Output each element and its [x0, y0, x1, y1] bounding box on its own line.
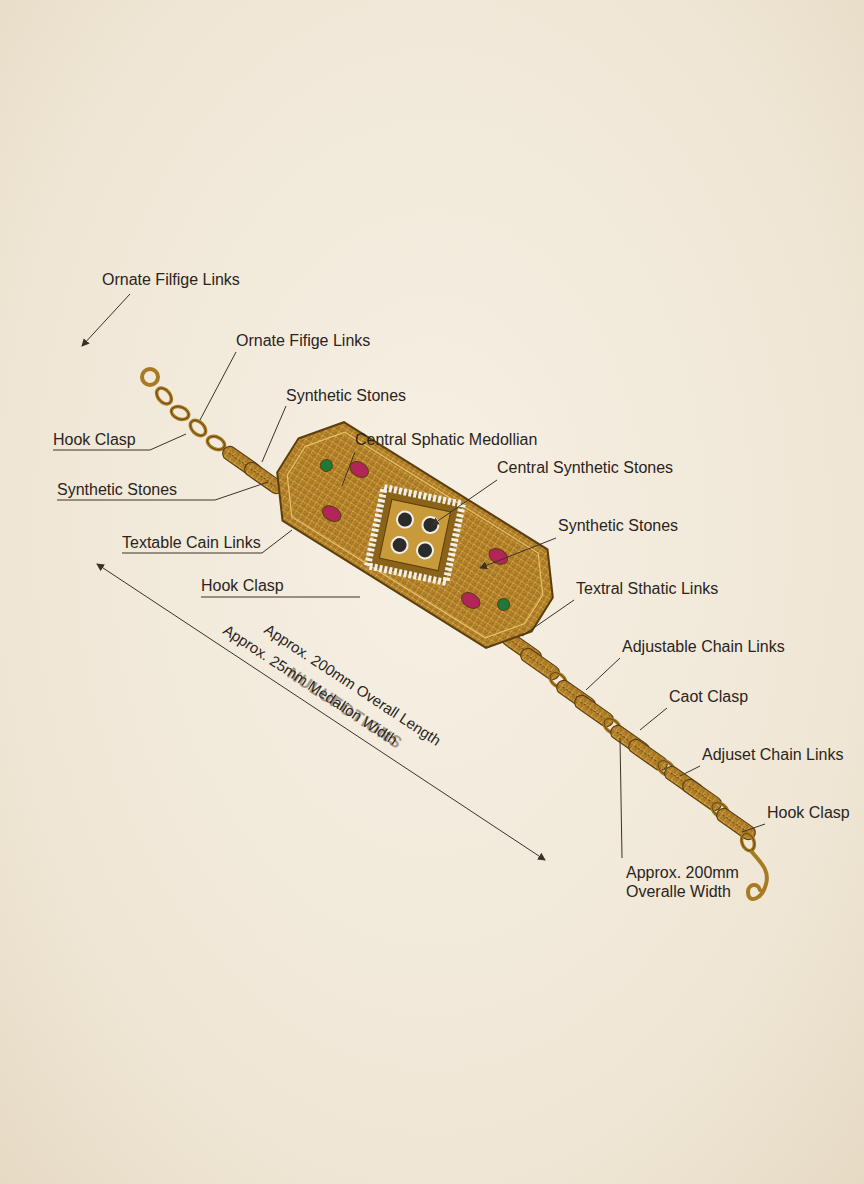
part-label: Synthetic Stones — [558, 516, 678, 535]
part-label: Synthetic Stones — [286, 386, 406, 405]
part-label: Hook Clasp — [767, 803, 850, 822]
dimension-label: Approx. 200mm Overalle Width — [626, 863, 746, 901]
part-label: Central Synthetic Stones — [497, 458, 673, 477]
part-label: Adjustable Chain Links — [622, 637, 785, 656]
dimension-label: Approx. 200mm Overall Length — [261, 619, 445, 749]
part-label: Central Sphatic Medollian — [355, 430, 537, 449]
part-label: Hook Clasp — [53, 430, 136, 449]
part-label: Ornate Fifige Links — [236, 331, 370, 350]
part-label: Hook Clasp — [201, 576, 284, 595]
part-label: Adjuset Chain Links — [702, 745, 843, 764]
part-label: Caot Clasp — [669, 687, 748, 706]
dimension-label: Approx. 25mm Medalion Width — [220, 620, 402, 749]
part-label: Textral Sthatic Links — [576, 579, 718, 598]
part-label: Synthetic Stones — [57, 480, 177, 499]
part-label: Textable Cain Links — [122, 533, 261, 552]
part-label: Ornate Filfige Links — [102, 270, 240, 289]
